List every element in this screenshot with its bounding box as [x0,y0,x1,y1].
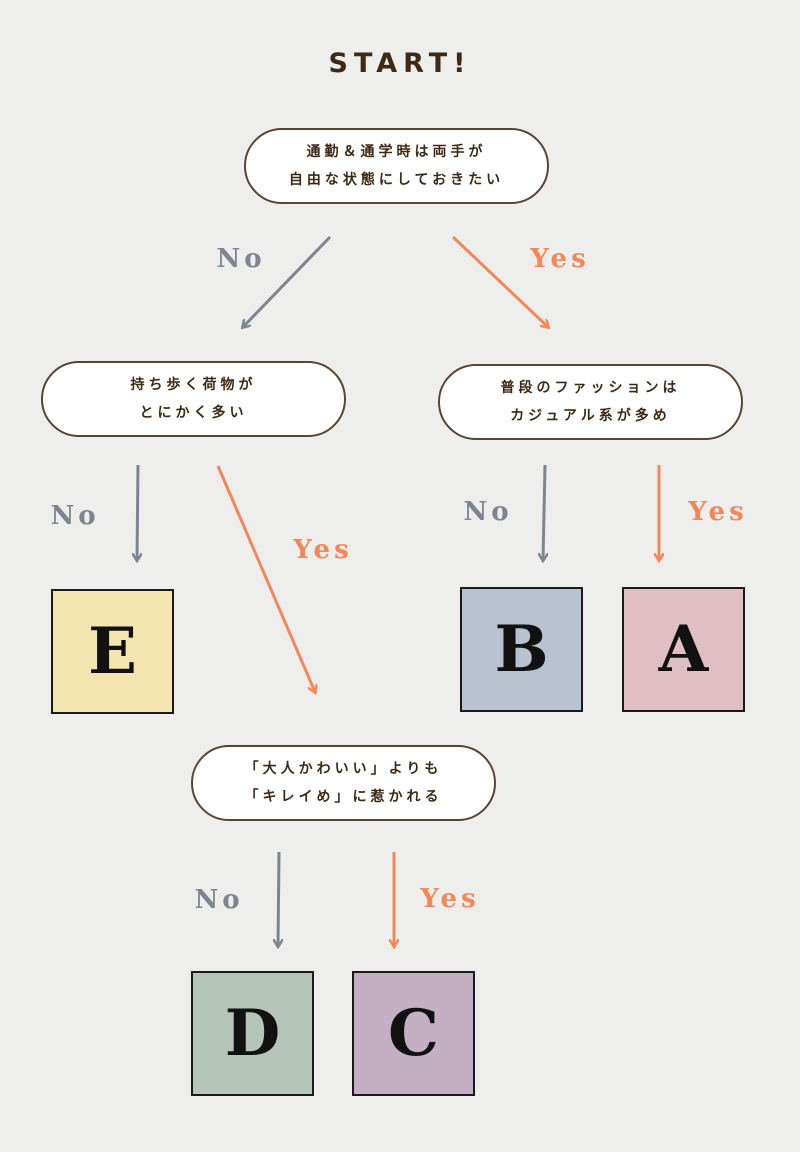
question-3-line1: 普段のファッションは [500,380,681,396]
question-4-line1: 「大人かわいい」よりも [244,761,443,777]
label-q1-yes: Yes [530,244,590,274]
question-3: 普段のファッションは カジュアル系が多め [438,364,743,440]
question-3-line2: カジュアル系が多め [510,408,671,424]
question-2-line2: とにかく多い [139,405,248,421]
result-e: E [51,589,174,714]
label-q4-no: No [194,885,244,915]
result-d: D [191,971,314,1096]
question-1-line1: 通勤＆通学時は両手が [306,144,487,160]
arrow-q2-yes [216,465,315,692]
question-2-line1: 持ち歩く荷物が [130,377,257,393]
label-q4-yes: Yes [420,884,480,914]
arrow-q1-yes [451,235,548,327]
label-q1-no: No [216,244,266,274]
label-q3-no: No [463,497,513,527]
result-a: A [622,587,745,712]
result-c: C [352,971,475,1096]
question-1: 通勤＆通学時は両手が 自由な状態にしておきたい [244,128,549,204]
arrow-q1-no [243,235,332,327]
question-4: 「大人かわいい」よりも 「キレイめ」に惹かれる [191,745,496,821]
question-1-line2: 自由な状態にしておきたい [288,172,505,188]
arrow-q3-no [543,464,545,560]
label-q3-yes: Yes [688,497,748,527]
result-b: B [460,587,583,712]
arrow-q4-no [278,851,279,946]
start-title: START! [328,48,472,79]
question-2: 持ち歩く荷物が とにかく多い [41,361,346,437]
question-4-line2: 「キレイめ」に惹かれる [244,789,443,805]
label-q2-no: No [50,501,100,531]
arrow-q2-no [137,464,138,560]
label-q2-yes: Yes [293,535,353,565]
